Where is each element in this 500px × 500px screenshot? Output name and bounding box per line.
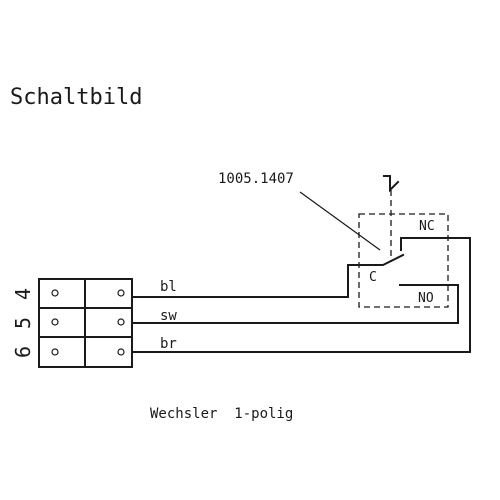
nc-contact-line <box>131 237 471 353</box>
actuator-arrow <box>383 175 400 193</box>
switch-housing <box>358 213 449 308</box>
part-number-leader <box>299 191 381 251</box>
contact-nc-label: NC <box>419 219 435 234</box>
terminal-screw <box>51 348 59 356</box>
diagram-title: Schaltbild <box>10 85 142 110</box>
terminal-block <box>38 278 133 368</box>
wire-label-br: br <box>160 336 177 352</box>
terminal-screw <box>51 318 59 326</box>
terminal-screw <box>117 318 125 326</box>
diagram-caption: Wechsler 1-polig <box>150 406 293 422</box>
part-number-label: 1005.1407 <box>218 171 294 187</box>
no-contact-line <box>131 284 459 324</box>
contact-no-label: NO <box>418 291 434 306</box>
terminal-screw <box>117 289 125 297</box>
terminal-number-5: 5 <box>11 317 35 329</box>
common-contact-line <box>131 253 405 298</box>
terminal-number-4: 4 <box>11 288 35 300</box>
terminal-screw <box>51 289 59 297</box>
wire-label-sw: sw <box>160 308 177 324</box>
contact-c-label: C <box>369 270 377 285</box>
terminal-screw <box>117 348 125 356</box>
terminal-number-6: 6 <box>11 346 35 358</box>
wire-label-bl: bl <box>160 279 177 295</box>
